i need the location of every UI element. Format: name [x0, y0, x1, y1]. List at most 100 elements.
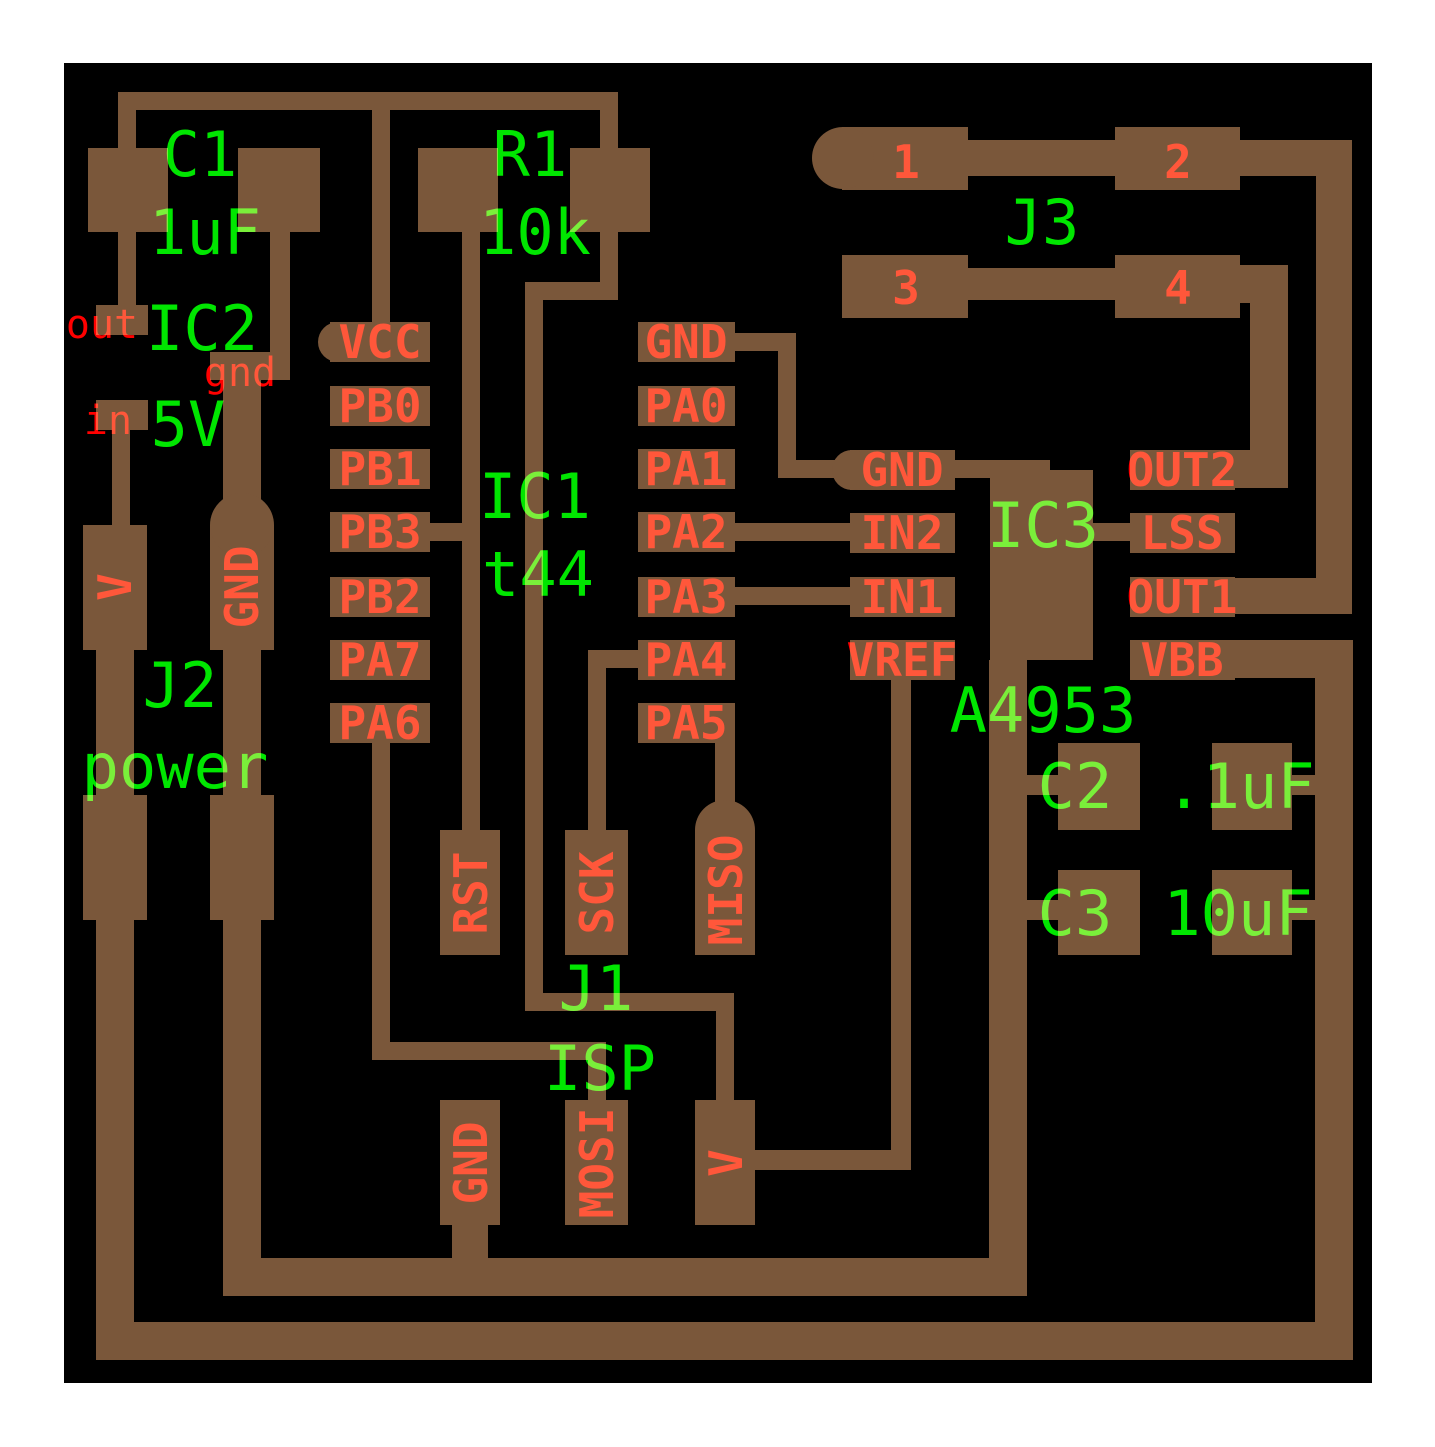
ic1-pads	[318, 322, 735, 743]
copper-pad	[330, 386, 430, 426]
ic1-pin-pa2: PA2	[644, 505, 727, 559]
ic1-pin-pa5: PA5	[644, 696, 727, 750]
copper-pad	[330, 577, 430, 617]
copper-pad	[330, 640, 430, 680]
copper-pad	[330, 512, 430, 552]
copper-pad	[1130, 640, 1235, 680]
j1-ref: J1	[559, 952, 634, 1025]
c3-value: 10uF	[1163, 877, 1312, 950]
ic1-ref: IC1	[479, 460, 591, 533]
ic2-pin-gnd: gnd	[204, 350, 276, 396]
copper-pad	[638, 703, 735, 743]
ic3-pin-vbb: VBB	[1140, 633, 1223, 687]
labels: C1 1uF R1 10k J3 1 2 3 4 IC2 5V out gnd …	[66, 118, 1315, 1218]
trace-gnd-ic	[735, 333, 850, 478]
r1-ref: R1	[493, 118, 568, 191]
trace-vref	[755, 670, 911, 1170]
copper-pad	[210, 352, 290, 380]
copper-pad	[1115, 127, 1240, 190]
copper-pad	[83, 795, 147, 920]
copper-pad	[88, 148, 168, 232]
copper-pad	[1130, 577, 1235, 617]
copper-pad	[96, 305, 148, 335]
trace-sck	[588, 650, 638, 830]
copper-pad	[638, 577, 735, 617]
j2-value: power	[82, 730, 269, 803]
c2-value: .1uF	[1165, 750, 1314, 823]
copper-pad	[850, 513, 955, 553]
j1-pin-gnd: GND	[444, 1121, 498, 1204]
ic1-pin-pa4: PA4	[644, 633, 727, 687]
copper-pad	[210, 493, 274, 557]
j3-pin-1: 1	[892, 135, 920, 189]
j1-pin-miso: MISO	[699, 835, 753, 946]
copper-pad	[812, 127, 874, 189]
copper-pad	[990, 470, 1093, 660]
ic1-pin-pa0: PA0	[644, 379, 727, 433]
j3-ref: J3	[1005, 186, 1080, 259]
j3-pin-3: 3	[892, 261, 920, 315]
ic1-pin-pa6: PA6	[338, 696, 421, 750]
copper-pad	[695, 800, 755, 860]
copper-pad	[638, 449, 735, 489]
ic1-pin-pb2: PB2	[338, 570, 421, 624]
copper-pad	[1058, 870, 1140, 955]
r1-value: 10k	[479, 196, 591, 269]
copper-pad	[440, 830, 500, 955]
ic2-value: 5V	[151, 388, 226, 461]
ic2-pin-out: out	[66, 302, 138, 348]
ic3-pin-out1: OUT1	[1127, 570, 1238, 624]
ic3-pin-in2: IN2	[860, 506, 943, 560]
trace-mosi	[372, 723, 606, 1100]
c1-value: 1uF	[149, 196, 261, 269]
copper-pad	[695, 1100, 755, 1225]
ic3-pin-in1: IN1	[860, 570, 943, 624]
ic3-labels: GND IN2 IN1 VREF OUT2 LSS OUT1 VBB	[847, 443, 1238, 687]
ic1-pin-pa1: PA1	[644, 442, 727, 496]
copper-pad	[842, 255, 968, 318]
copper-pad	[850, 577, 955, 617]
copper-pad	[318, 322, 358, 362]
j1-value: ISP	[544, 1032, 656, 1105]
ic3-pin-out2: OUT2	[1127, 443, 1238, 497]
ic1-pin-pb0: PB0	[338, 379, 421, 433]
ic1-pin-pa7: PA7	[338, 633, 421, 687]
j1-pin-rst: RST	[444, 851, 498, 934]
ic3-pads	[832, 450, 1235, 680]
ic1-pin-vcc: VCC	[338, 315, 421, 369]
trace-v-isp	[525, 232, 734, 1100]
j3-pin-4: 4	[1164, 261, 1192, 315]
ic3-ref: IC3	[987, 489, 1099, 562]
j2-pin-v: V	[88, 573, 142, 601]
ic1-pin-pa3: PA3	[644, 570, 727, 624]
ic3-pin-vref: VREF	[847, 633, 958, 687]
ic3-pin-lss: LSS	[1140, 506, 1223, 560]
ic1-pin-gnd: GND	[644, 315, 727, 369]
copper-pad	[565, 830, 628, 955]
j1-pin-v: V	[699, 1149, 753, 1177]
copper-pad	[238, 148, 320, 232]
copper-pad	[1058, 743, 1140, 830]
trace-out2	[1235, 265, 1288, 488]
copper-pad	[1130, 513, 1235, 553]
j1-pin-mosi: MOSI	[570, 1108, 624, 1219]
copper-pad	[850, 640, 955, 680]
copper-pad	[440, 1100, 500, 1225]
ic1-labels: VCC PB0 PB1 PB3 PB2 PA7 PA6 GND PA0 PA1 …	[338, 315, 727, 750]
copper-pad	[96, 400, 148, 430]
ic2-ref: IC2	[146, 292, 258, 365]
ic1-value: t44	[482, 538, 594, 611]
ic1-pin-pb3: PB3	[338, 505, 421, 559]
copper-pad	[638, 640, 735, 680]
j1-pin-sck: SCK	[570, 851, 624, 934]
c1-ref: C1	[163, 118, 238, 191]
copper-pad	[418, 148, 498, 232]
pads	[83, 127, 1292, 1225]
c2-ref: C2	[1038, 750, 1113, 823]
trace-caps	[1027, 775, 1316, 920]
copper-pad	[570, 148, 650, 232]
ic1-pin-pb1: PB1	[338, 442, 421, 496]
copper-pad	[1130, 450, 1235, 490]
